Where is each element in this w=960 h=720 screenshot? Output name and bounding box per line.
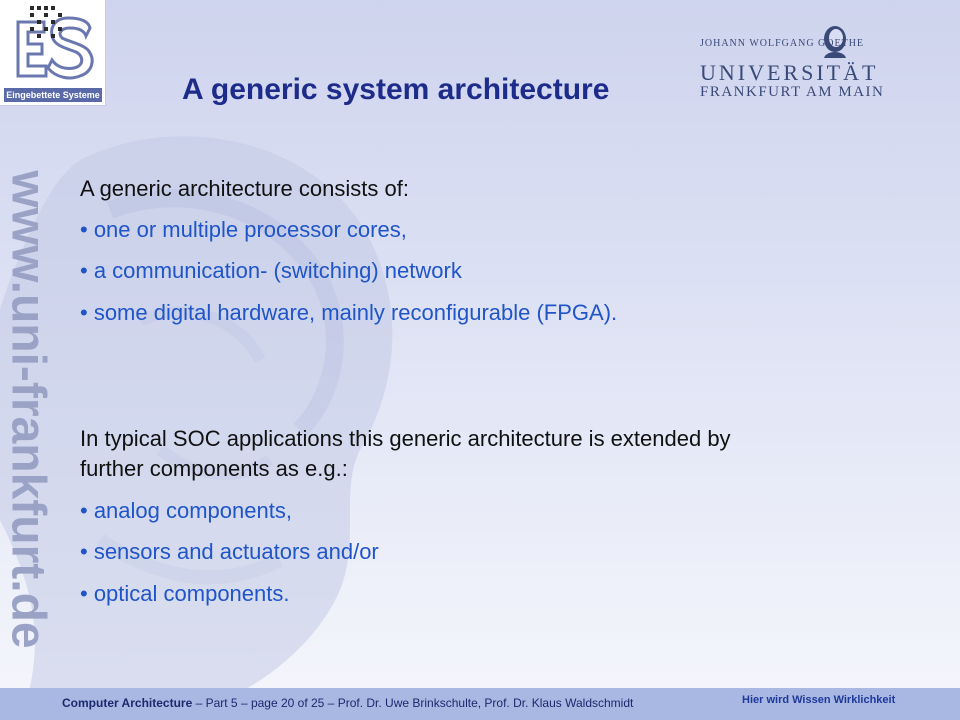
goethe-portrait-icon — [824, 26, 846, 58]
bullet-item: • sensors and actuators and/or — [80, 539, 379, 564]
intro-text: A generic architecture consists of: — [80, 176, 409, 201]
footer-bar — [0, 688, 960, 720]
paragraph-line: further components as e.g.: — [80, 456, 348, 481]
es-logo-caption: Eingebettete Systeme — [4, 88, 102, 102]
goethe-watermark-image — [0, 136, 393, 720]
footer-text: Computer Architecture – Part 5 – page 20… — [62, 696, 633, 710]
bullet-item: • a communication- (switching) network — [80, 258, 462, 283]
university-location: FRANKFURT AM MAIN — [700, 84, 885, 100]
footer-course: Computer Architecture — [62, 696, 193, 710]
es-logo-icon — [16, 6, 94, 80]
bullet-item: • some digital hardware, mainly reconfig… — [80, 300, 618, 325]
slide-title: A generic system architecture — [182, 73, 610, 106]
bullet-item: • one or multiple processor cores, — [80, 217, 407, 242]
bullet-item: • optical components. — [80, 581, 290, 606]
footer-details: – Part 5 – page 20 of 25 – Prof. Dr. Uwe… — [192, 696, 634, 710]
paragraph-line: In typical SOC applications this generic… — [80, 426, 731, 451]
vertical-url-watermark: www.uni-frankfurt.de — [1, 170, 55, 649]
university-name: UNIVERSITÄT — [700, 60, 879, 85]
university-logo: JOHANN WOLFGANG GOETHE UNIVERSITÄT FRANK… — [700, 24, 900, 104]
footer-slogan: Hier wird Wissen Wirklichkeit — [742, 694, 896, 706]
university-top-line: JOHANN WOLFGANG GOETHE — [700, 38, 865, 49]
bullet-item: • analog components, — [80, 498, 292, 523]
es-logo: Eingebettete Systeme — [0, 0, 106, 106]
